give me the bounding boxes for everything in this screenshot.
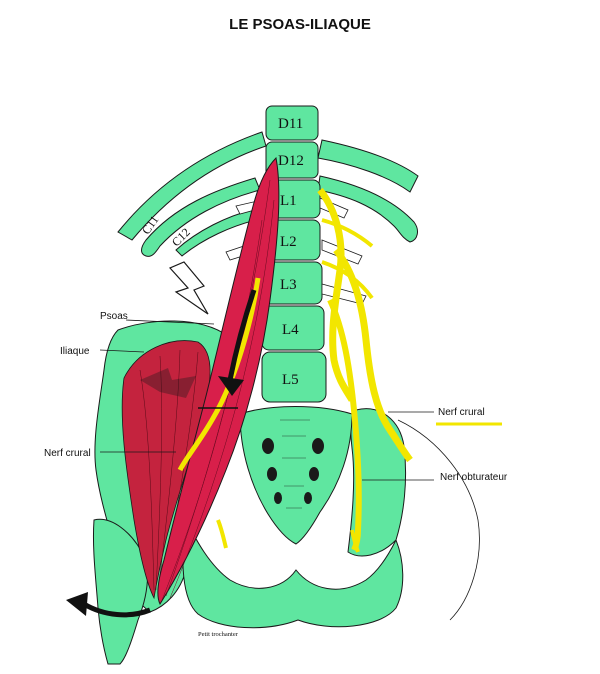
- sacral-foramen: [309, 467, 319, 481]
- psoas-arrowhead: [218, 376, 244, 396]
- nerve-tip-right: [350, 529, 360, 553]
- lightning-bolt-icon: [168, 261, 209, 315]
- label-nerf-crural-left: Nerf crural: [44, 448, 91, 459]
- label-iliaque: Iliaque: [60, 346, 90, 357]
- vertebra-label-l3: L3: [280, 277, 297, 293]
- rib-right-2: [317, 175, 418, 243]
- sacrum-body: [239, 406, 353, 545]
- nerf-crural-path: [333, 247, 413, 463]
- sacral-foramen: [312, 438, 324, 454]
- label-petit-trochanter: Petit trochanter: [198, 631, 239, 638]
- vertebra-label-l2: L2: [280, 234, 297, 250]
- sacral-foramen: [267, 467, 277, 481]
- vertebra-label-l4: L4: [282, 322, 299, 338]
- sacral-foramen: [274, 492, 282, 504]
- label-nerf-crural-right: Nerf crural: [438, 407, 485, 418]
- sacral-foramen: [304, 492, 312, 504]
- rotation-arrowhead: [66, 592, 88, 616]
- iliacus-belly: [121, 340, 211, 600]
- psoas-belly: [157, 156, 280, 606]
- psoas-muscle: [157, 156, 280, 606]
- arrows: [66, 261, 257, 618]
- rib-upper-right: [317, 139, 419, 193]
- leader-lines: [99, 319, 434, 481]
- nerf-obturateur-path: [327, 298, 362, 552]
- vertebra-label-d12: D12: [278, 153, 304, 169]
- rotation-arrow: [82, 601, 151, 618]
- plexus-branch: [321, 218, 374, 248]
- vertebral-column: D11 D12 L1 L2 L3 L4 L5: [225, 105, 367, 403]
- vertebra-label-l5: L5: [282, 372, 299, 388]
- nerve-tip-left: [216, 519, 228, 549]
- plexus-branch: [321, 260, 374, 300]
- rib-c12: [175, 209, 257, 257]
- labels: Psoas Iliaque Nerf crural Nerf crural Ne…: [44, 311, 508, 638]
- psoas-arrow: [227, 289, 257, 381]
- nerf-crural-left-path: [177, 277, 261, 472]
- vertebra-l5: [261, 351, 327, 403]
- label-nerf-obturateur: Nerf obturateur: [440, 472, 508, 483]
- right-iliac-wing: [347, 408, 407, 557]
- sacral-foramina: [262, 438, 324, 504]
- nerves: [177, 187, 413, 553]
- vertebra-label-l1: L1: [280, 193, 297, 209]
- pubis-arch: [182, 518, 404, 629]
- rib-upper-left: [117, 131, 267, 241]
- vertebra-label-d11: D11: [278, 116, 303, 132]
- vertebra-d12: [265, 141, 319, 179]
- lightning-bolt-icon: [140, 368, 196, 398]
- label-psoas: Psoas: [100, 311, 128, 322]
- page-title: LE PSOAS-ILIAQUE: [229, 16, 371, 33]
- rib-c11: [141, 177, 261, 257]
- vertebra-d11: [265, 105, 319, 141]
- sacral-foramen: [262, 438, 274, 454]
- sacrum-hatching: [280, 419, 310, 509]
- right-iliac-outline: [397, 419, 480, 621]
- sacrum: [239, 406, 353, 545]
